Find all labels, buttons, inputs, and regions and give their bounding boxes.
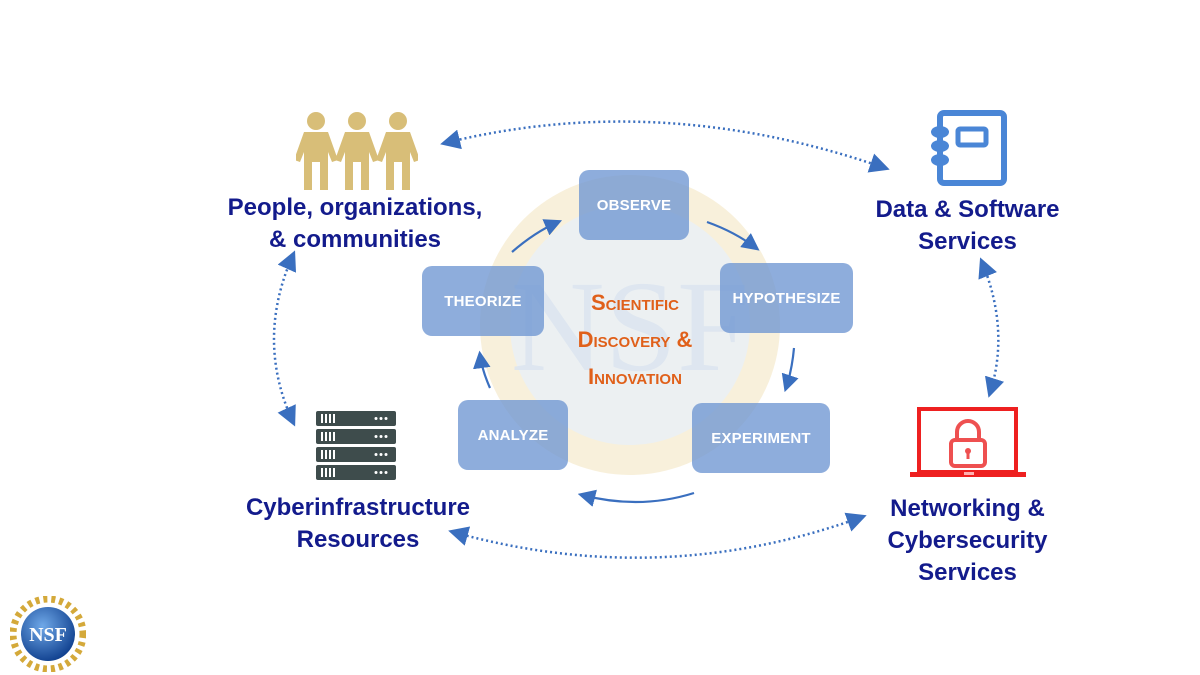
svg-text:NSF: NSF [511,255,749,399]
step-label: HYPOTHESIZE [732,289,841,307]
step-label: THEORIZE [444,292,522,310]
label-line: Data & Software [875,196,1060,223]
center-title: Scientific Discovery & Innovation [555,284,715,395]
step-theorize: THEORIZE [422,266,544,336]
link-cyber-people [272,250,297,427]
step-label: OBSERVE [596,196,672,214]
label-line: Services [918,228,1017,255]
step-hypothesize: HYPOTHESIZE [720,263,853,333]
laptop-lock-icon [910,407,1026,477]
link-data-networking [978,257,1005,398]
people-icon [296,112,418,190]
step-analyze: ANALYZE [458,400,568,470]
label-line: & communities [268,226,442,253]
label-line: People, organizations, [227,194,483,221]
label-line: Cyberinfrastructure [245,494,471,521]
step-label: ANALYZE [477,426,549,444]
notebook-icon [931,110,1007,186]
step-experiment: EXPERIMENT [692,403,830,473]
label-line: Cybersecurity [887,527,1048,554]
center-title-line: Innovation [588,364,682,389]
label-line: Resources [296,526,420,553]
arrow-experiment-analyze [577,489,695,507]
label-line: Networking & [890,495,1045,522]
arrow-analyze-theorize [473,350,492,389]
arrow-hypothesize-experiment [781,347,799,393]
nsf-logo: NSF [10,596,86,672]
link-people-data [440,120,890,173]
link-networking-cyber [448,512,867,559]
server-rack-icon [316,411,396,480]
arrow-theorize-observe [511,219,563,253]
arrow-observe-hypothesize [706,220,760,251]
step-observe: OBSERVE [579,170,689,240]
center-title-line: Scientific [590,290,679,315]
node-people-label: People, organizations, & communities [215,192,495,256]
center-title-line: Discovery & [577,327,693,352]
node-cyber-label: Cyberinfrastructure Resources [228,492,488,556]
node-data-label: Data & Software Services [850,194,1085,258]
nsf-logo-text: NSF [29,624,67,646]
label-line: Services [918,559,1017,586]
node-networking-label: Networking & Cybersecurity Services [850,493,1085,589]
step-label: EXPERIMENT [711,429,811,447]
